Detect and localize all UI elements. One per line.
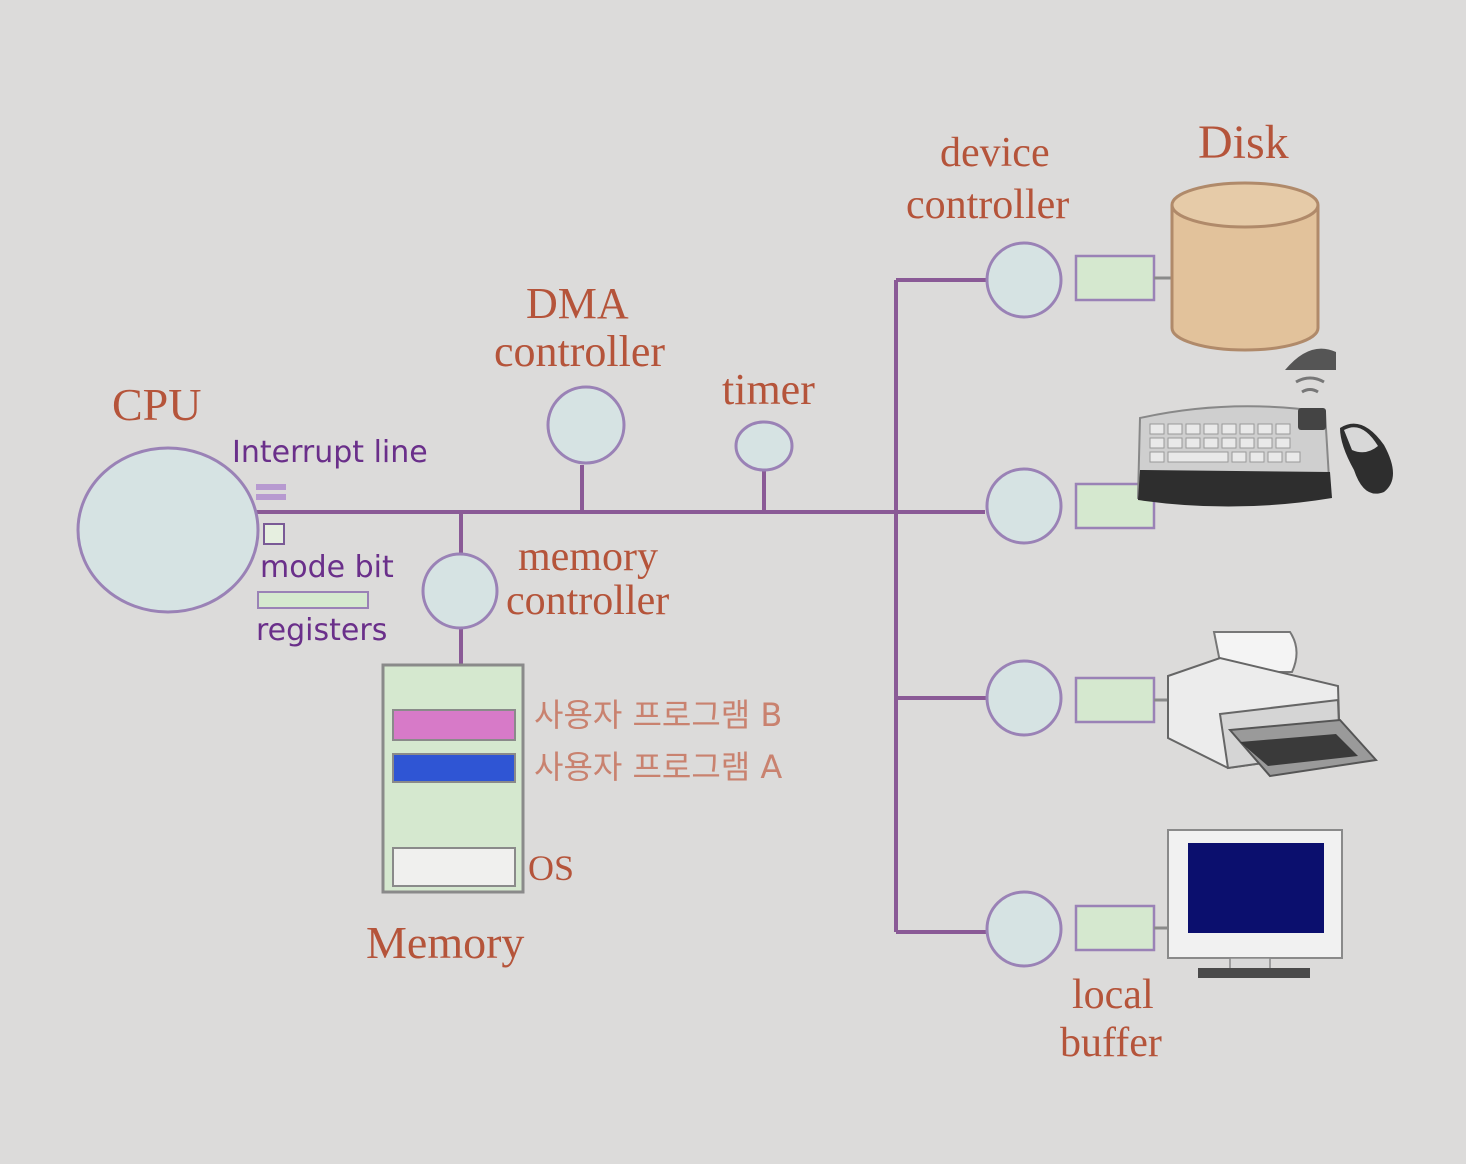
memory-controller-label-line1: memory bbox=[518, 534, 658, 580]
dma-controller-circle bbox=[546, 385, 626, 465]
disk-icon: Disk bbox=[1170, 116, 1320, 352]
disk-controller bbox=[985, 241, 1172, 319]
printer-controller bbox=[985, 659, 1170, 737]
program-b-segment bbox=[392, 709, 516, 741]
interrupt-line-label: Interrupt line bbox=[232, 435, 428, 470]
keyboard-icon bbox=[1136, 405, 1332, 507]
dma-controller-label: controller bbox=[494, 327, 665, 376]
program-b-label: 사용자 프로그램 B bbox=[534, 696, 782, 734]
registers-box bbox=[257, 591, 369, 609]
memory-controller-circle bbox=[421, 552, 499, 630]
monitor-controller bbox=[985, 890, 1168, 968]
cpu-label: CPU bbox=[112, 379, 201, 430]
os-segment bbox=[392, 847, 516, 887]
system-bus bbox=[255, 278, 990, 934]
dma-controller: DMA controller bbox=[494, 279, 665, 465]
mouse-icon bbox=[1340, 423, 1393, 494]
program-a-segment bbox=[392, 753, 516, 783]
disk-label: Disk bbox=[1198, 116, 1289, 169]
cpu-circle bbox=[76, 446, 260, 614]
memory-label: Memory bbox=[366, 917, 524, 968]
timer: timer bbox=[722, 365, 815, 472]
memory: 사용자 프로그램 B 사용자 프로그램 A OS Memory bbox=[366, 663, 782, 968]
monitor-local-buffer bbox=[1074, 904, 1156, 952]
monitor-icon bbox=[1167, 829, 1343, 978]
os-label: OS bbox=[528, 848, 574, 888]
wireless-receiver-icon bbox=[1285, 348, 1336, 394]
disk-local-buffer bbox=[1074, 254, 1156, 302]
memory-controller: memory controller bbox=[421, 534, 669, 630]
local-buffer-label-line2: buffer bbox=[1060, 1020, 1162, 1066]
keyboard-controller-circle bbox=[985, 467, 1063, 545]
mode-bit-label: mode bit bbox=[260, 550, 394, 585]
disk-controller-circle bbox=[985, 241, 1063, 319]
printer-icon bbox=[1167, 631, 1378, 778]
local-buffer-label-line1: local bbox=[1072, 972, 1154, 1018]
device-controller-label-line2: controller bbox=[906, 182, 1069, 228]
program-a-label: 사용자 프로그램 A bbox=[534, 748, 782, 786]
cpu: CPU Interrupt line mode bit registers bbox=[76, 379, 428, 648]
timer-circle bbox=[734, 420, 794, 472]
mode-bit-box bbox=[263, 523, 285, 545]
printer-controller-circle bbox=[985, 659, 1063, 737]
registers-label: registers bbox=[256, 613, 387, 648]
dma-label: DMA bbox=[526, 279, 629, 328]
timer-label: timer bbox=[722, 365, 815, 414]
device-controller-label-line1: device bbox=[940, 130, 1050, 176]
monitor-controller-circle bbox=[985, 890, 1063, 968]
interrupt-line-marker bbox=[256, 484, 286, 500]
printer-local-buffer bbox=[1074, 676, 1156, 724]
keyboard-controller bbox=[985, 467, 1156, 545]
memory-controller-label-line2: controller bbox=[506, 578, 669, 624]
